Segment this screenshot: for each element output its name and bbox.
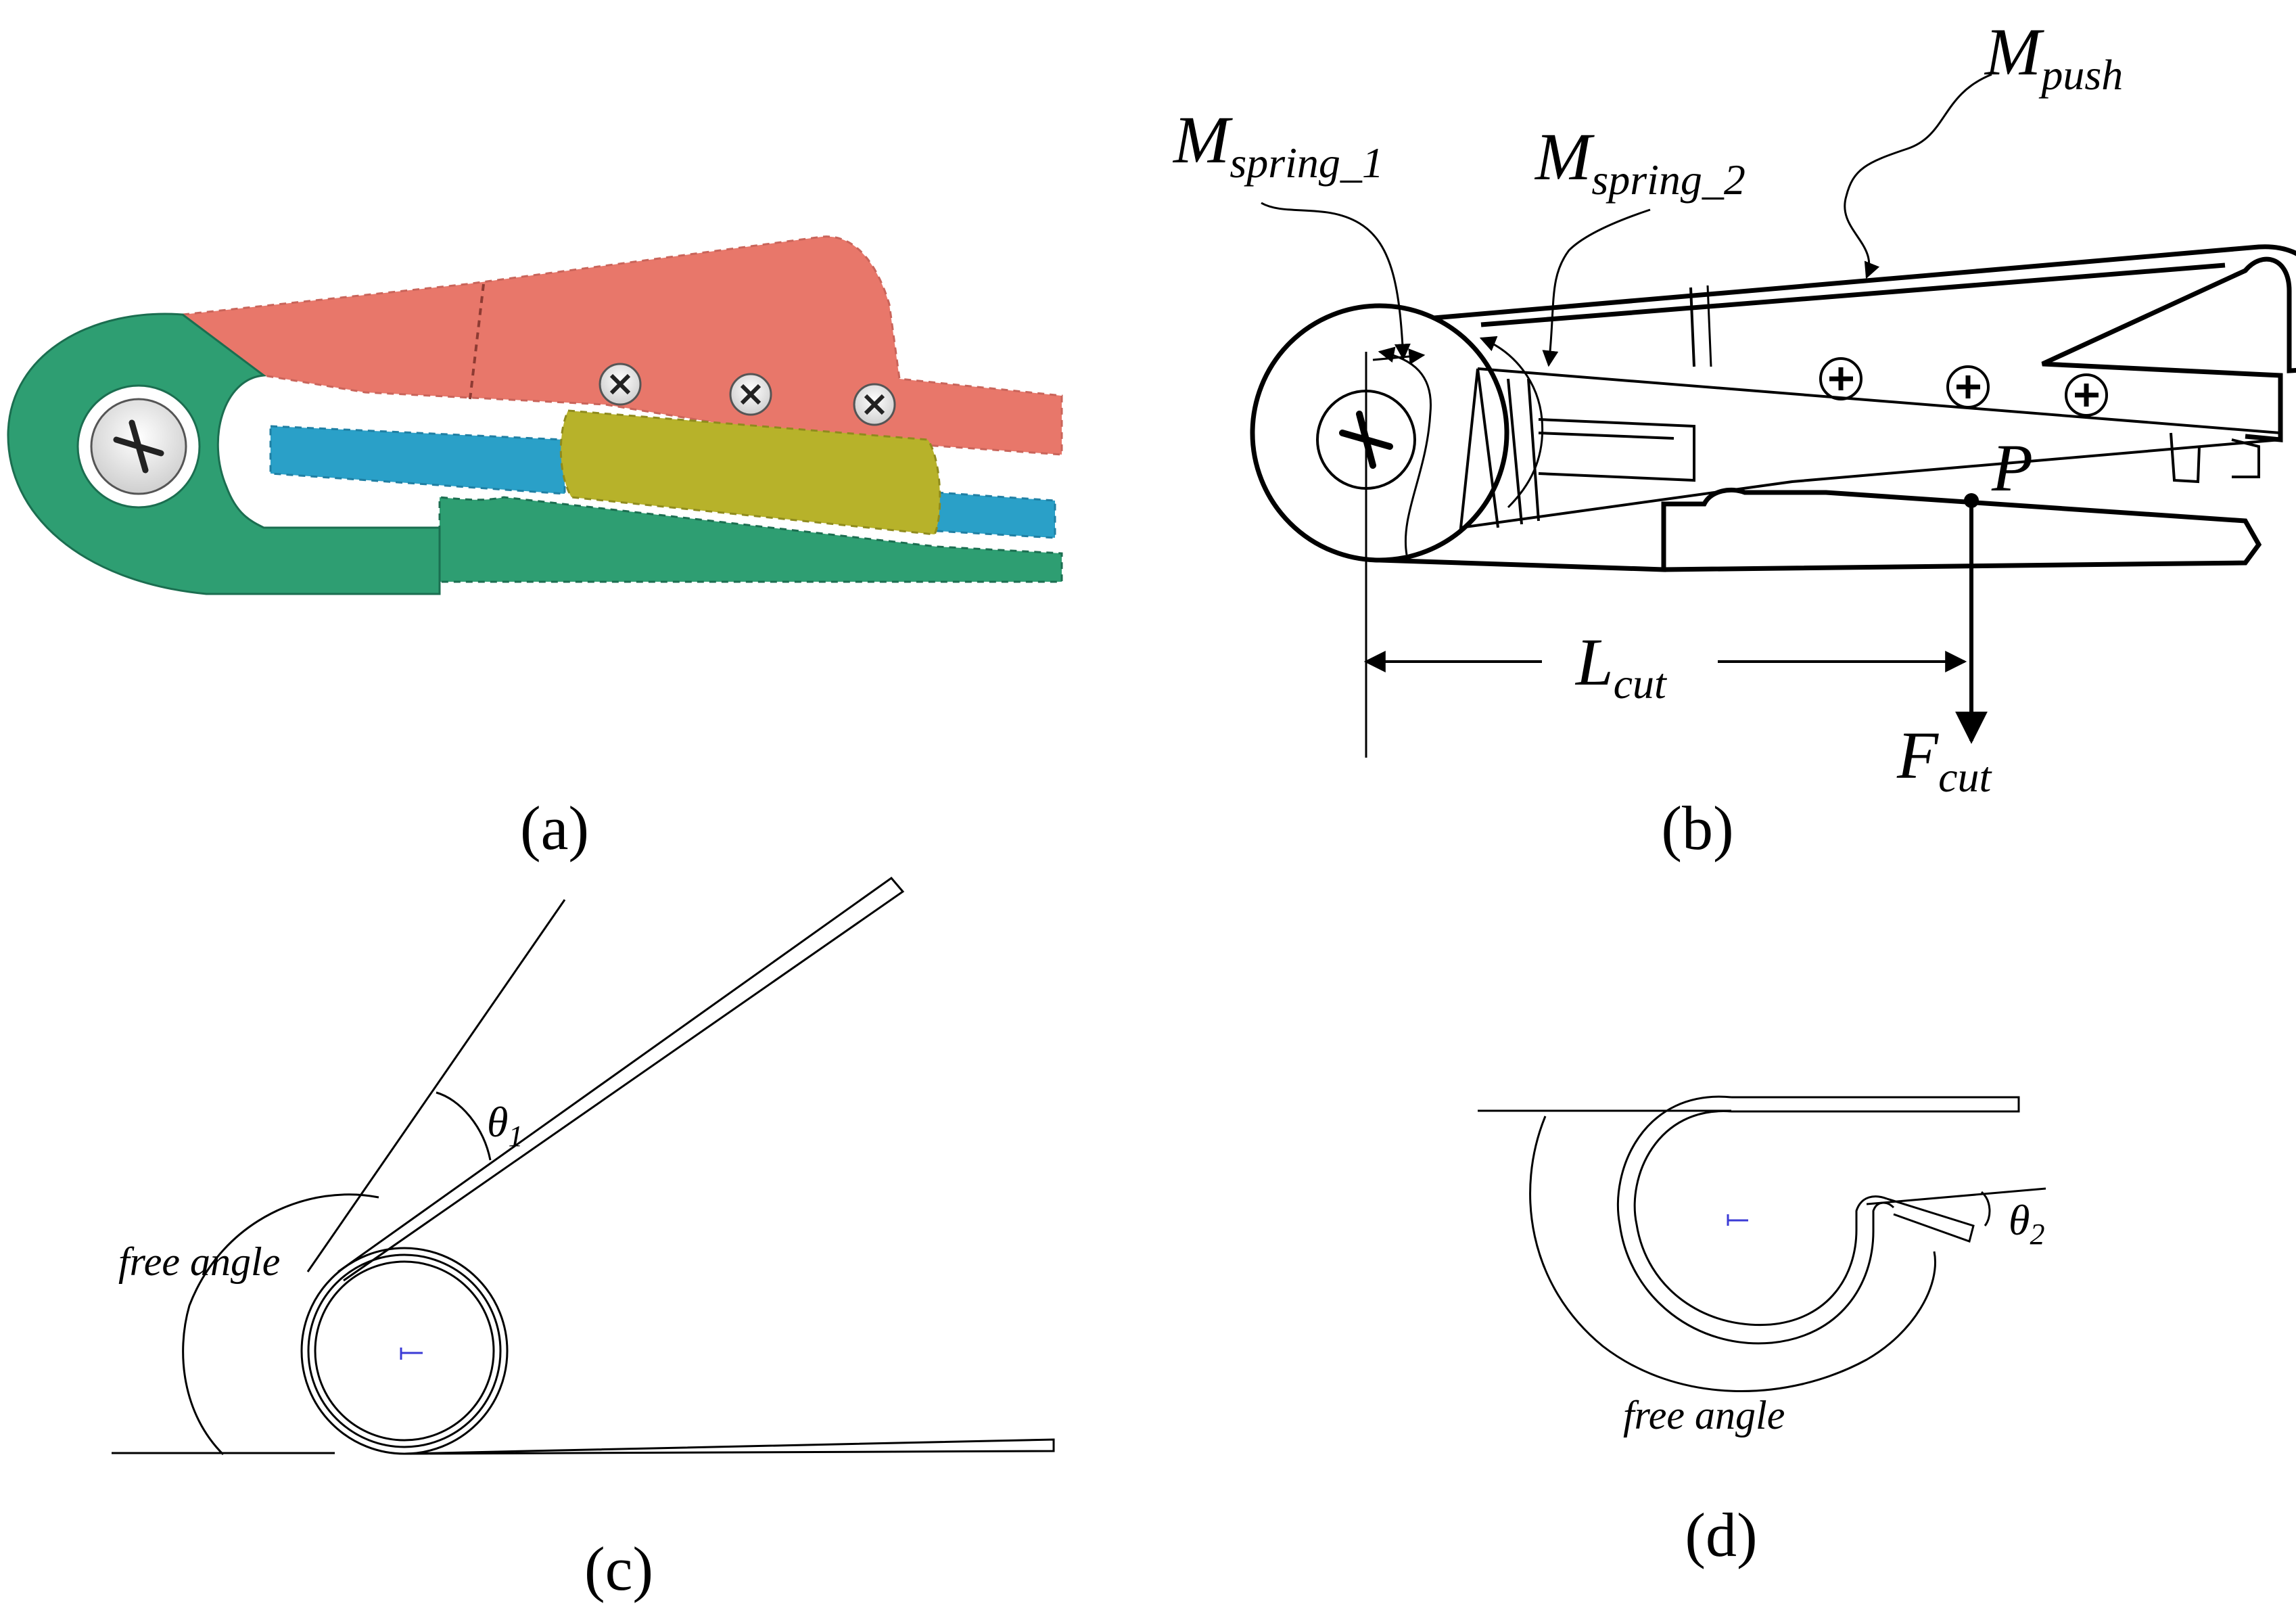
- free-angle-ref-line: [306, 899, 566, 1272]
- spring-upper-leg: [337, 876, 905, 1282]
- lower-jaw-shape: [438, 496, 1063, 583]
- screw-cross-icon: [2075, 384, 2099, 407]
- m-push-leader: [1844, 73, 1992, 279]
- f-cut-label: Fcut: [1896, 718, 1993, 801]
- upper-arm-inner-edge: [1459, 367, 2281, 530]
- screw-cross-icon: [1957, 375, 1980, 398]
- theta-2-ref-line: [1866, 1187, 2046, 1205]
- spring-lower-leg: [404, 1438, 1055, 1455]
- screw-icon: [1946, 365, 1990, 409]
- spring-top-leg: [1731, 1096, 2020, 1113]
- point-p-label: P: [1991, 430, 2033, 505]
- pivot-hub-outline: [1250, 303, 1509, 563]
- center-marker-icon: [400, 1348, 423, 1360]
- center-marker-icon: [1727, 1214, 1748, 1226]
- m-push-label: Mpush: [1984, 14, 2123, 99]
- theta-2-label: θ2: [2009, 1196, 2044, 1251]
- spring-coil-outer: [300, 1247, 509, 1455]
- l-cut-label: Lcut: [1574, 624, 1668, 708]
- panel-a-label: (a): [520, 794, 589, 862]
- arm-screws: [599, 363, 896, 426]
- spring-coil-inner: [1633, 1110, 1888, 1327]
- free-angle-label-c: free angle: [118, 1239, 280, 1284]
- panel-d-spring-loaded-state: θ2 free angle (d): [1478, 1095, 2046, 1569]
- spring-coil-inner: [314, 1260, 495, 1442]
- spring-housing: [1476, 368, 1695, 528]
- spring-coil-outer: [1616, 1095, 1895, 1345]
- free-angle-label-d: free angle: [1623, 1393, 1785, 1438]
- arm-screw-marks: [1819, 357, 2108, 417]
- m-spring-1-leader: [1261, 202, 1411, 361]
- spring-1-moment-arrow: [1378, 346, 1432, 555]
- screw-icon: [1819, 357, 1862, 400]
- spring-2-moment-arrow: [1479, 336, 1544, 509]
- panel-b-label: (b): [1661, 794, 1733, 862]
- jaw-tip-detail: [2170, 432, 2260, 484]
- screw-icon: [2065, 373, 2108, 417]
- m-spring-2-label: Mspring_2: [1534, 119, 1746, 204]
- free-angle-arc-d: [1529, 1116, 1936, 1392]
- spring-short-leg: [1886, 1197, 1975, 1243]
- panel-c-spring-free-state: θ1 free angle (c): [112, 876, 1055, 1603]
- screw-cross-icon: [1829, 367, 1853, 390]
- panel-c-label: (c): [584, 1534, 653, 1603]
- theta-1-label: θ1: [487, 1098, 523, 1153]
- screw-cross-icon: [864, 394, 885, 415]
- panel-b-force-diagram: Mpush Mspring_1 Mspring_2 P Lcut Fcut (b…: [1172, 14, 2296, 862]
- theta-2-arc: [1980, 1191, 1991, 1226]
- m-spring-2-leader: [1542, 208, 1651, 367]
- screw-cross-icon: [740, 384, 762, 405]
- spring-coil-mid: [307, 1254, 502, 1448]
- lower-jaw-outline: [1379, 487, 2262, 572]
- screw-cross-icon: [609, 373, 631, 395]
- panel-a-cutter-render: (a): [7, 235, 1063, 862]
- upper-arm-rib-2: [1706, 285, 1712, 367]
- green-hub: [7, 313, 441, 595]
- hub-screw-cross-icon: [113, 419, 164, 474]
- spring-bar-right: [935, 491, 1056, 539]
- roller-cylinder: [559, 409, 941, 536]
- spring-bar-left: [269, 425, 566, 495]
- m-spring-1-label: Mspring_1: [1172, 102, 1384, 187]
- upper-arm-outline: [1433, 244, 2296, 442]
- free-angle-arc: [182, 1193, 379, 1456]
- theta-1-arc: [436, 1091, 492, 1161]
- spring-1-moment-small-arrow: [1372, 348, 1426, 365]
- upper-arm-rib: [1689, 287, 1695, 367]
- panel-d-label: (d): [1685, 1500, 1757, 1569]
